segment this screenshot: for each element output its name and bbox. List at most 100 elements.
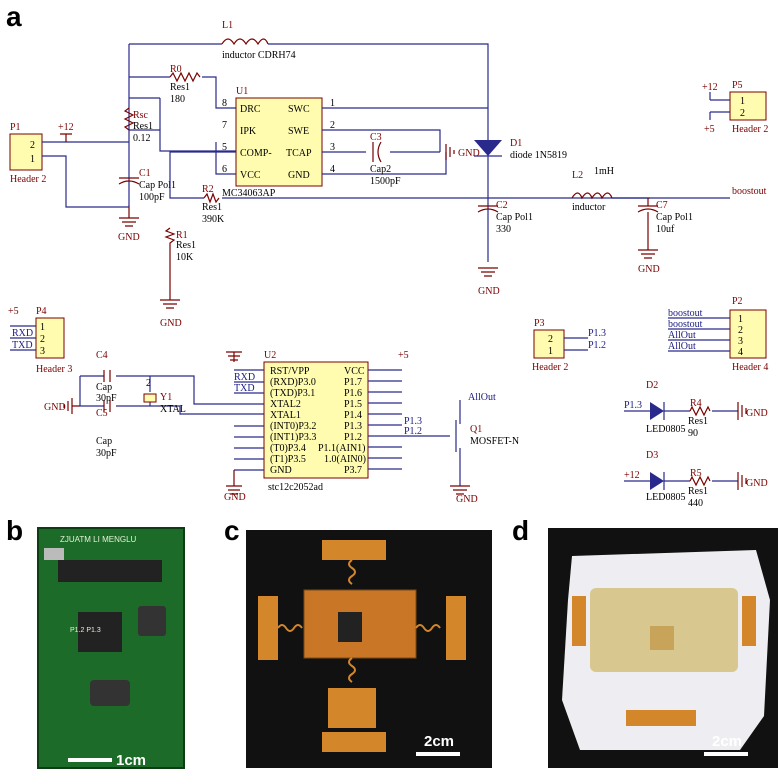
- p1-pin-2: 2: [30, 140, 35, 151]
- d2-type: LED0805: [646, 424, 685, 435]
- u2-right-pin: P1.2: [344, 432, 362, 443]
- r5-type: Res1: [688, 486, 708, 497]
- wire-u1-right: [322, 107, 488, 175]
- d2-ref: D2: [646, 380, 658, 391]
- u1-pin-gnd: GND: [288, 170, 310, 181]
- chip-u1: [235, 97, 323, 187]
- capacitor-c2-symbol: [477, 205, 499, 213]
- scalebar-b: [68, 758, 112, 762]
- u1-pin-tcap: TCAP: [286, 148, 312, 159]
- c1-type: Cap Pol1: [139, 180, 176, 191]
- p2-pin-1: 1: [738, 314, 743, 325]
- wire-u2-pins: [234, 369, 402, 471]
- l2-value: 1mH: [594, 166, 614, 177]
- panel-label-c: c: [224, 515, 240, 546]
- c3-ref: C3: [370, 132, 382, 143]
- textile-center-pad: [650, 626, 674, 650]
- l1-ref: L1: [222, 20, 233, 31]
- pcb-inductor: [138, 606, 166, 636]
- r2-type: Res1: [202, 202, 222, 213]
- c7-ref: C7: [656, 200, 668, 211]
- u1-pinno-5: 5: [222, 142, 227, 153]
- chip-u2: [263, 361, 369, 479]
- c4-type: Cap: [96, 382, 112, 393]
- u2-left-pin: XTAL2: [270, 399, 301, 410]
- r4-type: Res1: [688, 416, 708, 427]
- u1-pin-drc: DRC: [240, 104, 261, 115]
- flex-pad-center: [328, 688, 376, 728]
- panel-c-photo: c 2cm: [224, 515, 492, 768]
- pcb-chip-u2: [58, 560, 162, 582]
- u2-right-pin: P1.3: [344, 421, 362, 432]
- flex-pad-bottom: [322, 732, 386, 752]
- p5-pin-1: 1: [740, 96, 745, 107]
- u2-right-pin: P1.1(AIN1): [318, 443, 366, 454]
- d2-net: P1.3: [624, 400, 642, 411]
- header-p1: [9, 133, 43, 171]
- textile-pad-bottom: [626, 710, 696, 726]
- c4-ref: C4: [96, 350, 108, 361]
- c4-value: 30pF: [96, 393, 117, 404]
- led-d3-symbol: [650, 472, 664, 490]
- r5-ref: R5: [690, 468, 702, 479]
- gnd-label-c2: GND: [478, 286, 500, 297]
- resistor-r4-symbol: [689, 405, 711, 417]
- p2-net-4: AllOut: [668, 341, 696, 352]
- wire-p4: [10, 325, 36, 351]
- c3-value: 1500pF: [370, 176, 401, 187]
- flex-pad-right: [446, 596, 466, 660]
- u1-pin-swe: SWE: [288, 126, 309, 137]
- y1-pin: 2: [146, 378, 151, 389]
- gnd-label-u2: GND: [224, 492, 246, 503]
- u1-pin-swc: SWC: [288, 104, 310, 115]
- rsc-ref: Rsc: [133, 110, 149, 121]
- capacitor-c4-c5-symbol: [103, 370, 111, 412]
- c2-type: Cap Pol1: [496, 212, 533, 223]
- y1-type: XTAL: [160, 404, 186, 415]
- l1-value: inductor CDRH74: [222, 50, 296, 61]
- gnd-symbol-u2-top: [226, 351, 242, 362]
- panel-label-a: a: [6, 1, 22, 32]
- y1-ref: Y1: [160, 392, 172, 403]
- scalebar-b-label: 1cm: [116, 752, 146, 769]
- p4-pin-3: 3: [40, 346, 45, 357]
- p1-rail: +12: [58, 122, 74, 133]
- p3-pin-1: 1: [548, 346, 553, 357]
- r2-ref: R2: [202, 184, 214, 195]
- resistor-r2-symbol: [203, 192, 220, 204]
- p4-ref: P4: [36, 306, 47, 317]
- diode-d1-symbol: [474, 140, 502, 156]
- p5-pin-2: 2: [740, 108, 745, 119]
- panel-b-photo: b ZJUATM LI MENGLU P1.2 P1.3 1cm: [6, 515, 185, 769]
- wire-p2: [668, 317, 730, 352]
- gnd-symbol-d3: [737, 472, 747, 490]
- u2-left-pin: (TXD)P3.1: [270, 388, 315, 399]
- u2-left-pin: GND: [270, 465, 292, 476]
- c5-ref: C5: [96, 408, 108, 419]
- panel-d-photo: d 2cm: [512, 515, 778, 768]
- q1-ref: Q1: [470, 424, 482, 435]
- wire-q1: [402, 400, 461, 486]
- wire-ipk: [129, 129, 236, 152]
- flex-serpentine-traces: [277, 559, 441, 683]
- q1-type: MOSFET-N: [470, 436, 519, 447]
- c5-value: 30pF: [96, 448, 117, 459]
- r2-value: 390K: [202, 214, 225, 225]
- c7-value: 10uf: [656, 224, 675, 235]
- pcb-chip-u1: [78, 612, 122, 652]
- u1-pin-ipk: IPK: [240, 126, 257, 137]
- u2-left-pin: RST/VPP: [270, 366, 310, 377]
- flex-chip: [338, 612, 362, 642]
- p3-ref: P3: [534, 318, 545, 329]
- u1-pins: DRC IPK COMP- VCC SWC SWE TCAP GND 8 7 5…: [222, 98, 335, 181]
- p2-pin-3: 3: [738, 336, 743, 347]
- p2-name: Header 4: [732, 362, 768, 373]
- c3-type: Cap2: [370, 164, 391, 175]
- u2-right-pin: P3.7: [344, 465, 362, 476]
- r0-type: Res1: [170, 82, 190, 93]
- wire-drc: [129, 97, 161, 130]
- scalebar-c: [416, 752, 460, 756]
- resistor-r0-symbol: [169, 71, 201, 83]
- p3-net-b: P1.2: [588, 340, 606, 351]
